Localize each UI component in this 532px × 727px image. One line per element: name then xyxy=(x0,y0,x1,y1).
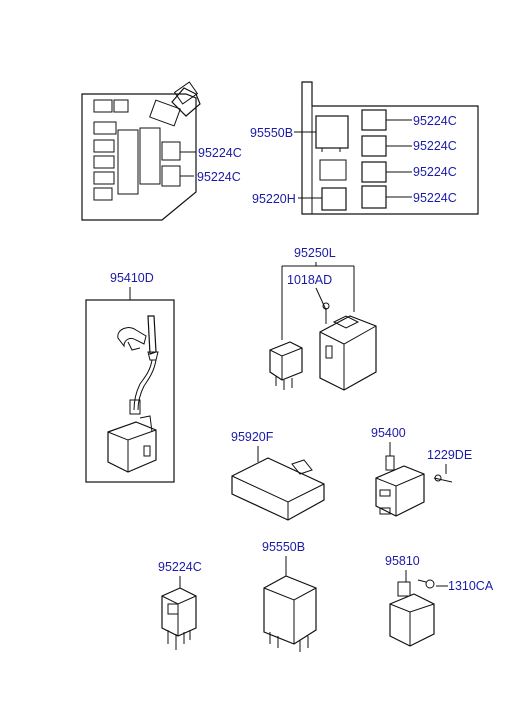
module-95250l-leader xyxy=(281,262,355,340)
fuse-box-drawing xyxy=(81,81,201,221)
label-panel-relay-h: 95220H xyxy=(252,192,296,206)
label-fuse-box-relay-1: 95224C xyxy=(198,146,242,160)
label-antenna-unit: 95410D xyxy=(110,271,154,285)
label-relay-95550b: 95550B xyxy=(262,540,305,554)
label-module-95250l: 95250L xyxy=(294,246,336,260)
module-95250l-drawing xyxy=(269,302,377,391)
relay-panel-drawing xyxy=(301,81,479,215)
relay-95550b-drawing xyxy=(263,556,317,652)
antenna-unit-drawing xyxy=(85,287,175,483)
label-panel-relay-b: 95550B xyxy=(250,126,293,140)
leader-lines-relay-panel xyxy=(294,119,412,199)
label-panel-relay-4: 95224C xyxy=(413,191,457,205)
label-panel-relay-1: 95224C xyxy=(413,114,457,128)
label-relay-95224c: 95224C xyxy=(158,560,202,574)
label-fuse-box-relay-2: 95224C xyxy=(197,170,241,184)
label-panel-relay-3: 95224C xyxy=(413,165,457,179)
module-95920f-drawing xyxy=(231,446,325,521)
label-module-95920f: 95920F xyxy=(231,430,274,444)
label-relay-95400: 95400 xyxy=(371,426,406,440)
leader-lines-fuse-box xyxy=(180,151,196,177)
label-relay-95810: 95810 xyxy=(385,554,420,568)
relay-95810-drawing xyxy=(389,570,448,647)
label-screw-1229de: 1229DE xyxy=(427,448,472,462)
label-panel-relay-2: 95224C xyxy=(413,139,457,153)
label-bolt-1310ca: 1310CA xyxy=(448,579,494,593)
label-bolt-1018ad: 1018AD xyxy=(287,273,332,287)
relay-95224c-drawing xyxy=(161,576,197,650)
relay-95400-drawing xyxy=(375,442,453,517)
